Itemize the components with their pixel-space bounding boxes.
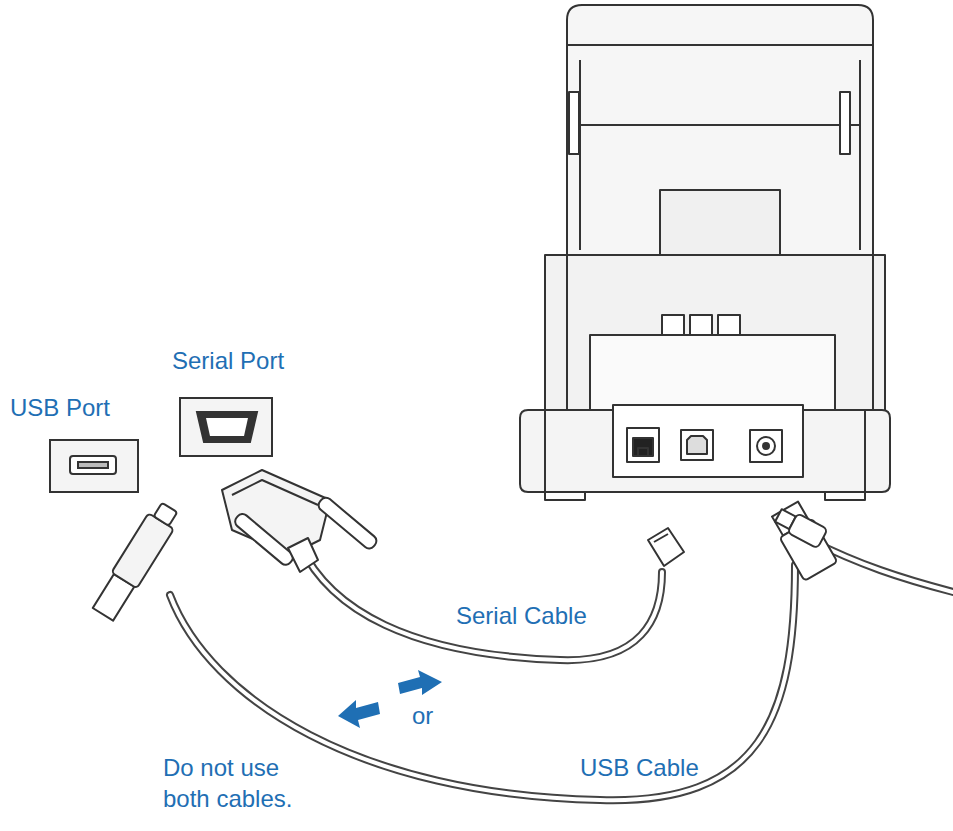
serial-cable-wire bbox=[300, 545, 662, 660]
arrow-right bbox=[398, 670, 442, 695]
usb-a-plug bbox=[90, 500, 182, 623]
dc-plug bbox=[773, 506, 827, 549]
rib bbox=[690, 315, 712, 337]
db9-screw bbox=[316, 495, 379, 551]
port-recess bbox=[613, 405, 803, 477]
warning-note: Do not use both cables. bbox=[163, 752, 323, 814]
arrow-left bbox=[338, 700, 380, 728]
usb-a-plug-body bbox=[111, 513, 174, 588]
body-line bbox=[872, 255, 874, 410]
foot bbox=[825, 492, 865, 500]
dc-jack-pin bbox=[763, 443, 769, 449]
serial-port-socket bbox=[197, 412, 257, 442]
usb-port-frame bbox=[50, 440, 138, 492]
latch bbox=[840, 92, 850, 154]
cover-line bbox=[859, 60, 861, 250]
choice-label: or bbox=[412, 700, 433, 731]
cover-line bbox=[579, 60, 581, 250]
usb-b-plug bbox=[769, 500, 838, 581]
serial-port-pins bbox=[206, 418, 248, 436]
usb-port-socket bbox=[70, 456, 116, 474]
cable-label: Serial Cable bbox=[456, 600, 587, 631]
db9-connector bbox=[222, 470, 379, 572]
dc-jack bbox=[750, 430, 782, 462]
rj-plug bbox=[648, 528, 684, 566]
rib bbox=[718, 315, 740, 337]
foot bbox=[545, 492, 585, 500]
cover-line bbox=[580, 124, 860, 126]
serial-port-frame bbox=[180, 398, 272, 456]
center-tab bbox=[660, 190, 780, 255]
db9-strain-relief bbox=[288, 538, 318, 572]
port-label: Serial Port bbox=[172, 345, 284, 376]
usb-b-port bbox=[681, 430, 713, 460]
base-line bbox=[544, 410, 546, 492]
rj-plug-detail bbox=[654, 534, 668, 542]
usb-a-strain-relief bbox=[154, 503, 178, 526]
rib bbox=[662, 315, 684, 337]
cover-line bbox=[567, 44, 873, 46]
rj-port-inner bbox=[633, 438, 653, 456]
db9-shell-line bbox=[232, 480, 318, 505]
rj-port bbox=[627, 428, 659, 462]
serial-cable-wire bbox=[300, 545, 662, 660]
body-line bbox=[566, 255, 568, 410]
dc-plug-body bbox=[787, 513, 827, 548]
port-label: USB Port bbox=[10, 392, 110, 423]
cable-label: USB Cable bbox=[580, 752, 699, 783]
printer-cover bbox=[567, 5, 873, 290]
usb-b-inner bbox=[687, 436, 707, 454]
usb-port-tongue bbox=[78, 462, 108, 468]
latch bbox=[569, 92, 579, 154]
base-line bbox=[864, 410, 866, 492]
dc-jack-hole bbox=[757, 437, 775, 455]
db9-screw bbox=[233, 512, 296, 568]
